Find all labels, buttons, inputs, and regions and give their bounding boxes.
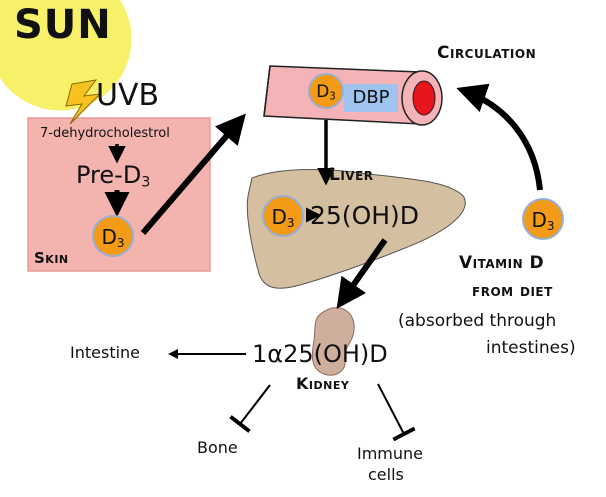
d3-skin-badge: D3 [92, 215, 134, 257]
vitamin-d-label: Vitamin D [459, 253, 545, 273]
sun-label: SUN [14, 2, 112, 48]
25ohd-label: 25(OH)D [310, 201, 420, 230]
dbp-label: DBP [344, 84, 398, 112]
pre-d3-label: Pre-D3 [76, 161, 151, 191]
calcitriol-label: 1α25(OH)D [252, 340, 388, 368]
from-diet-label: from diet [472, 281, 553, 301]
diet-to-circulation-arrow [456, 83, 543, 191]
bone-label: Bone [197, 438, 238, 457]
intestine-label: Intestine [70, 343, 141, 362]
kidney-label: Kidney [296, 374, 350, 393]
circulation-label: Circulation [437, 43, 537, 63]
absorbed-through-label: (absorbed through [398, 311, 557, 331]
d3-liver-badge: D3 [262, 195, 304, 237]
intestines-label: intestines) [486, 338, 576, 358]
to-bone-line [229, 384, 271, 433]
sun-shape [0, 0, 132, 111]
skin-d3-to-circulation-arrow [140, 113, 246, 235]
immune-label: Immune [357, 444, 424, 463]
kidney-icon [311, 307, 355, 376]
d3-circulation-badge: D3 [308, 73, 344, 109]
uvb-label: UVB [96, 78, 160, 113]
cells-label: cells [368, 465, 404, 484]
lightning-icon [65, 79, 102, 125]
skin-label: Skin [34, 249, 69, 267]
liver-label: Liver [329, 165, 374, 185]
to-immune-line [377, 383, 416, 442]
d3-diet-badge: D3 [522, 198, 564, 240]
liver-icon [246, 169, 466, 289]
dehydrocholesterol-label: 7-dehydrocholestrol [40, 126, 170, 141]
liver-to-kidney-arrow [336, 238, 388, 309]
